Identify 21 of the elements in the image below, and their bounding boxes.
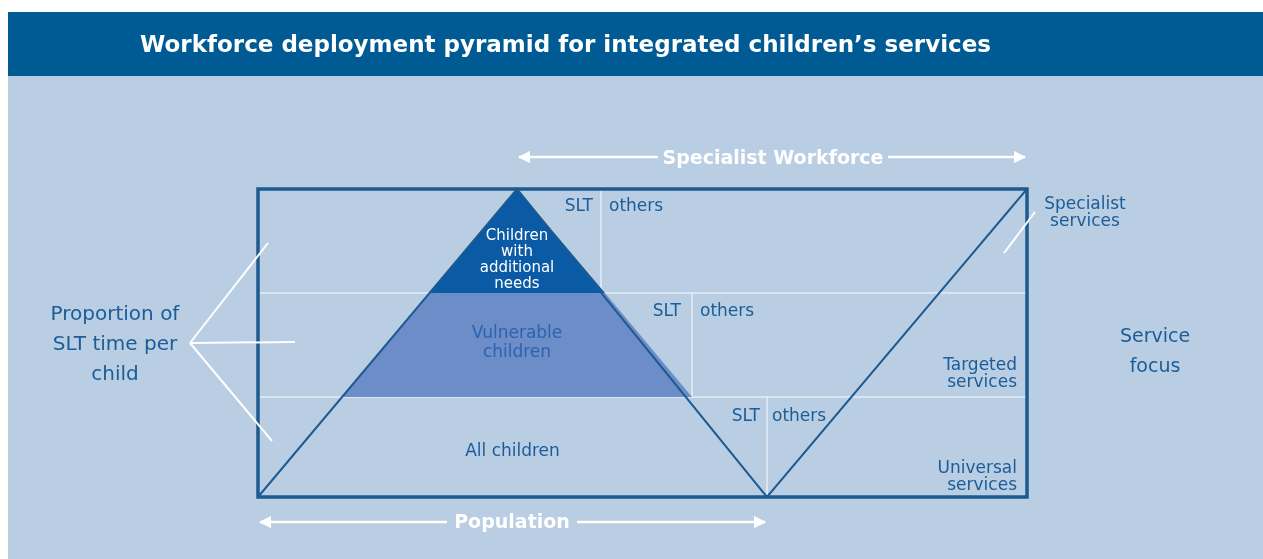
leader-line bbox=[1003, 211, 1036, 254]
column-label: SLT bbox=[651, 301, 681, 320]
callout-text: Specialist services bbox=[1035, 195, 1135, 229]
column-label: others bbox=[609, 196, 665, 215]
leader-line bbox=[189, 242, 269, 344]
segment-label: Vulnerable children bbox=[470, 323, 564, 361]
column-label: SLT bbox=[563, 196, 593, 215]
title-text: Workforce deployment pyramid for integrated children’s services bbox=[140, 30, 991, 58]
dimension-label: Population bbox=[447, 510, 577, 532]
segment-label: Children with additional needs bbox=[478, 227, 556, 291]
column-label: others bbox=[772, 406, 828, 425]
leader-line bbox=[189, 341, 296, 344]
tier-label: Targeted services bbox=[942, 356, 1017, 390]
leader-line bbox=[189, 342, 273, 442]
dimension-label: Specialist Workforce bbox=[658, 146, 888, 168]
column-label: SLT bbox=[730, 406, 760, 425]
segment-label: All children bbox=[464, 441, 561, 460]
annotation-text: Proportion of SLT time per child bbox=[40, 298, 190, 388]
column-label: others bbox=[700, 301, 756, 320]
tier-label: Universal services bbox=[936, 459, 1017, 493]
axis-label: Service focus bbox=[1118, 323, 1192, 378]
